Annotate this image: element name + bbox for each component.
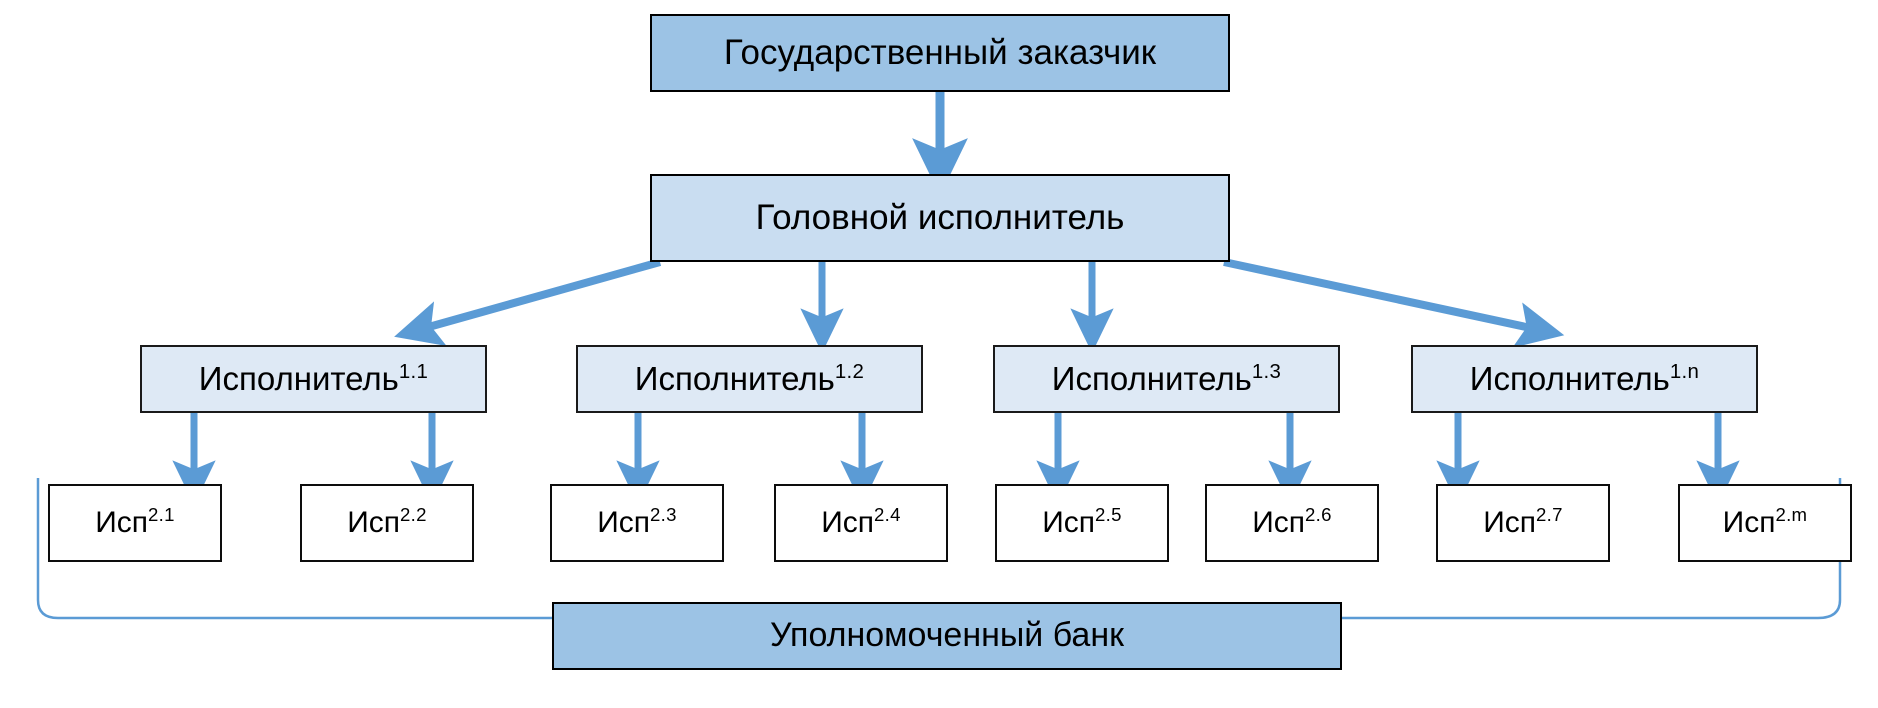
node-executor-2-m-label: Исп2.m (1722, 504, 1808, 540)
node-executor-2-2-sup: 2.2 (400, 504, 427, 526)
node-executor-1-1-sup: 1.1 (398, 359, 429, 383)
node-executor-2-4-base: Исп (821, 506, 875, 540)
node-executor-2-3[interactable]: Исп2.3 (550, 484, 724, 562)
node-executor-2-2-base: Исп (347, 506, 401, 540)
node-executor-2-6-sup: 2.6 (1305, 504, 1332, 526)
node-executor-2-m-sup: 2.m (1775, 504, 1808, 526)
node-executor-1-1-label: Исполнитель1.1 (198, 359, 429, 397)
node-executor-2-7-label: Исп2.7 (1483, 504, 1563, 540)
node-executor-2-m-base: Исп (1722, 506, 1776, 540)
node-executor-2-4-sup: 2.4 (874, 504, 901, 526)
node-executor-2-1-base: Исп (95, 506, 149, 540)
node-state-customer[interactable]: Государственный заказчик (650, 14, 1230, 92)
node-executor-2-m[interactable]: Исп2.m (1678, 484, 1852, 562)
node-state-customer-label: Государственный заказчик (723, 32, 1157, 72)
node-executor-2-1-sup: 2.1 (148, 504, 175, 526)
node-executor-1-n-sup: 1.n (1669, 359, 1700, 383)
node-executor-2-6-base: Исп (1252, 506, 1306, 540)
node-executor-1-1[interactable]: Исполнитель1.1 (140, 345, 487, 413)
node-executor-2-1-label: Исп2.1 (95, 504, 175, 540)
node-executor-2-3-label: Исп2.3 (597, 504, 677, 540)
node-executor-1-3-base: Исполнитель (1051, 359, 1252, 397)
node-executor-1-2-sup: 1.2 (834, 359, 865, 383)
node-executor-1-n[interactable]: Исполнитель1.n (1411, 345, 1758, 413)
node-executor-2-7[interactable]: Исп2.7 (1436, 484, 1610, 562)
node-executor-2-5-label: Исп2.5 (1042, 504, 1122, 540)
connector-prime-to-exec-1-1 (394, 258, 662, 347)
node-executor-2-7-base: Исп (1483, 506, 1537, 540)
node-executor-1-2-label: Исполнитель1.2 (634, 359, 865, 397)
node-executor-1-3[interactable]: Исполнитель1.3 (993, 345, 1340, 413)
connector-prime-to-exec-1-n (1223, 258, 1565, 348)
node-authorised-bank-label: Уполномоченный банк (769, 616, 1124, 655)
node-executor-2-1[interactable]: Исп2.1 (48, 484, 222, 562)
node-executor-2-7-sup: 2.7 (1536, 504, 1563, 526)
node-executor-2-5-sup: 2.5 (1095, 504, 1122, 526)
node-executor-1-n-base: Исполнитель (1469, 359, 1670, 397)
node-executor-1-n-label: Исполнитель1.n (1469, 359, 1700, 397)
node-executor-1-1-base: Исполнитель (198, 359, 399, 397)
node-executor-2-5[interactable]: Исп2.5 (995, 484, 1169, 562)
node-executor-2-5-base: Исп (1042, 506, 1096, 540)
node-executor-2-4-label: Исп2.4 (821, 504, 901, 540)
node-executor-1-2[interactable]: Исполнитель1.2 (576, 345, 923, 413)
node-executor-1-3-sup: 1.3 (1251, 359, 1282, 383)
node-executor-2-2[interactable]: Исп2.2 (300, 484, 474, 562)
node-executor-2-2-label: Исп2.2 (347, 504, 427, 540)
node-prime-contractor[interactable]: Головной исполнитель (650, 174, 1230, 262)
node-executor-2-6-label: Исп2.6 (1252, 504, 1332, 540)
node-authorised-bank[interactable]: Уполномоченный банк (552, 602, 1342, 670)
node-executor-2-3-sup: 2.3 (650, 504, 677, 526)
node-executor-2-4[interactable]: Исп2.4 (774, 484, 948, 562)
node-executor-1-2-base: Исполнитель (634, 359, 835, 397)
node-executor-2-3-base: Исп (597, 506, 651, 540)
node-executor-1-3-label: Исполнитель1.3 (1051, 359, 1282, 397)
node-executor-2-6[interactable]: Исп2.6 (1205, 484, 1379, 562)
node-prime-contractor-label: Головной исполнитель (755, 197, 1125, 237)
